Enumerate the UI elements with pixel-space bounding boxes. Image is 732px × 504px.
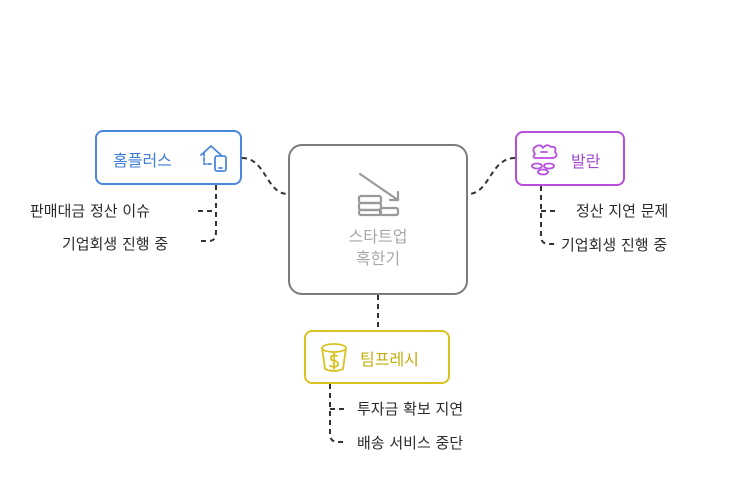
node-balan-label: 발란 bbox=[571, 152, 601, 171]
money-bucket-icon bbox=[321, 343, 347, 372]
node-timfresh[interactable]: 팀프레시 bbox=[304, 330, 450, 384]
branch-balan bbox=[540, 186, 555, 245]
branch-timfresh bbox=[329, 384, 344, 443]
timfresh-item-1: 투자금 확보 지연 bbox=[357, 400, 464, 418]
timfresh-item-2: 배송 서비스 중단 bbox=[357, 434, 464, 452]
node-balan[interactable]: 발란 bbox=[515, 131, 625, 186]
center-title-line1: 스타트업 bbox=[348, 226, 408, 246]
node-timfresh-label: 팀프레시 bbox=[360, 350, 419, 369]
connector-homplus bbox=[241, 157, 289, 195]
node-homplus-label: 홈플러스 bbox=[113, 151, 172, 170]
balan-item-1: 정산 지연 문제 bbox=[576, 202, 669, 220]
homplus-item-1: 판매대금 정산 이슈 bbox=[30, 202, 150, 220]
branch-homplus bbox=[201, 185, 217, 242]
falling-coins-icon bbox=[531, 144, 558, 176]
declining-stack-icon bbox=[357, 172, 400, 217]
center-title-line2: 혹한기 bbox=[355, 248, 401, 268]
house-phone-icon bbox=[200, 145, 227, 172]
center-node: 스타트업 혹한기 bbox=[288, 144, 468, 295]
homplus-item-2: 기업회생 진행 중 bbox=[62, 235, 169, 253]
balan-item-2: 기업회생 진행 중 bbox=[561, 236, 668, 254]
node-homplus[interactable]: 홈플러스 bbox=[95, 130, 242, 185]
connector-balan bbox=[467, 157, 516, 195]
